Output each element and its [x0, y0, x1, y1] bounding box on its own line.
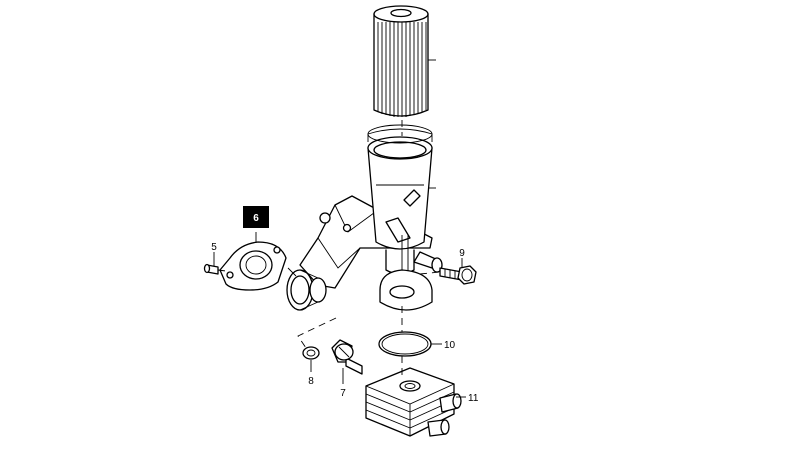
callout-5-label: 5 — [211, 242, 217, 253]
callout-8-label: 8 — [308, 376, 314, 387]
filter-element — [373, 5, 436, 117]
callout-6-box — [243, 206, 269, 228]
callout-10-label: 10 — [444, 340, 456, 351]
oil-cooler-11 — [365, 367, 466, 437]
callout-7-label: 7 — [340, 388, 346, 399]
assembly-path-lines — [217, 120, 441, 376]
callout-9-label: 9 — [459, 248, 465, 259]
banjo-bolt-7 — [331, 339, 363, 384]
gasket-6 — [219, 232, 297, 291]
washer-8 — [302, 346, 320, 372]
bolt-9 — [439, 258, 477, 285]
filter-housing — [299, 124, 443, 311]
callout-11-label: 11 — [468, 393, 479, 404]
o-ring-10 — [378, 331, 442, 357]
screw-5 — [203, 252, 219, 275]
callout-6-label: 6 — [253, 213, 259, 224]
pulley-flange — [286, 269, 327, 311]
callout-6: 6 — [243, 206, 269, 228]
